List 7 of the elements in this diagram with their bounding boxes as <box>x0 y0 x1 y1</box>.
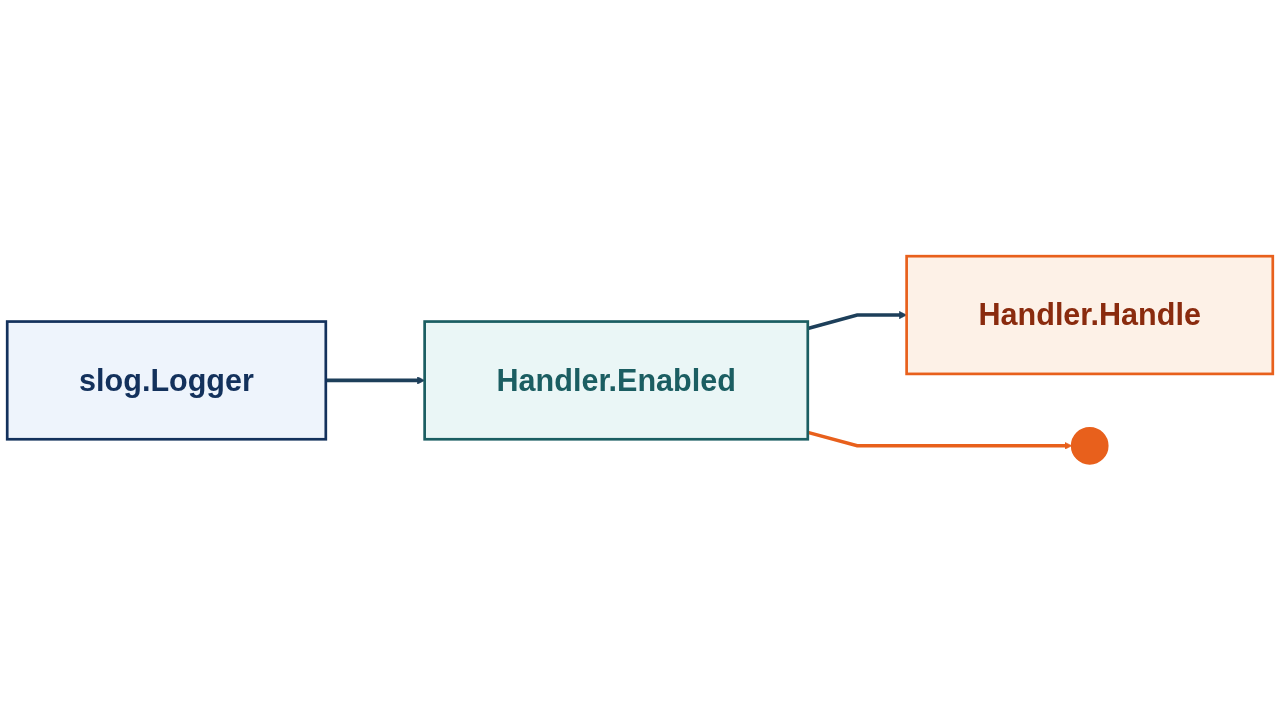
node-box: slog.Logger <box>5 320 328 441</box>
arrow <box>325 376 425 385</box>
node-box: Handler.Handle <box>905 254 1275 376</box>
arrow <box>807 430 1073 450</box>
node-circle <box>1070 426 1109 465</box>
arrow <box>807 311 907 331</box>
node-box: Handler.Enabled <box>423 320 810 441</box>
